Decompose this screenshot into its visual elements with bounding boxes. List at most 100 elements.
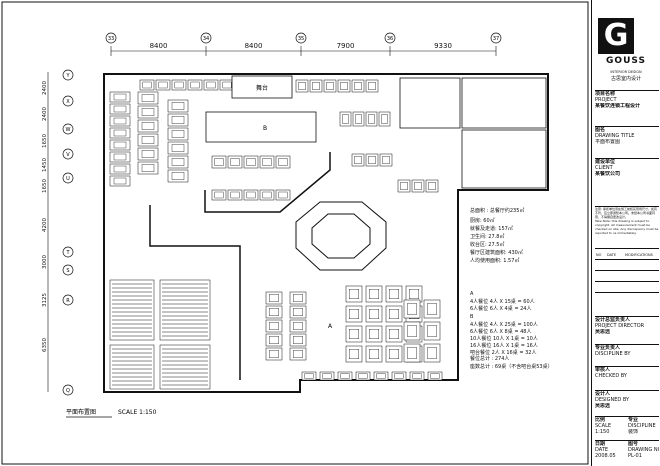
table-booth	[409, 371, 425, 381]
client-label-en: CLIENT	[595, 165, 613, 171]
area-line: 卫生间: 27.8㎡	[470, 233, 504, 240]
revision-header: NO DATE MODIFICATIONS	[595, 248, 659, 260]
drawing-title-label-cn: 图名	[595, 127, 606, 133]
row-bubble-label: S	[66, 268, 69, 274]
top-dimension-chain	[110, 46, 497, 56]
revision-row	[595, 270, 659, 282]
area-line: 厨房: 60㎡	[470, 217, 495, 224]
building-walls	[103, 73, 549, 393]
client-label-cn: 建设单位	[595, 159, 616, 165]
row-bubble: Q	[62, 384, 74, 396]
gouss-logo: G	[598, 18, 634, 54]
table-booth	[109, 151, 131, 163]
table-booth	[319, 371, 335, 381]
column-bubble: 35	[295, 32, 307, 44]
discipline-label-cn: 专业负责人	[595, 345, 621, 351]
row-bubble: Y	[62, 69, 74, 81]
top-dimension-label: 8400	[245, 42, 263, 50]
seat-ratio: 座数总计 : 69桌（不含吧台桌53桌）	[470, 363, 553, 370]
row-bubble-label: R	[66, 298, 70, 304]
table-booth	[211, 189, 227, 201]
table-booth	[355, 371, 371, 381]
table-booth	[385, 285, 403, 303]
table-booth	[345, 345, 363, 363]
row-bubble: R	[62, 294, 74, 306]
seat-total: 餐位总计 : 274人	[470, 355, 509, 362]
revision-table: NO DATE MODIFICATIONS	[595, 248, 659, 308]
stairwell	[109, 279, 211, 390]
project-label-en: PROJECT	[595, 97, 617, 103]
rev-col-date: DATE	[607, 253, 617, 257]
seat-b-line: 6人餐位 6人 X 8桌 = 48人	[470, 328, 531, 335]
date-drawing-no-cell: 日期 DATE 2008.05 图号 DRAWING NO PL-01	[595, 440, 659, 465]
top-dimension-label: 7900	[337, 42, 355, 50]
table-booth	[289, 319, 307, 333]
director-cell: 设计总监负责人 PROJECT DIRECTOR 吴思远	[595, 316, 659, 343]
left-dimension-label: 2400	[42, 107, 48, 121]
table-booth	[109, 175, 131, 187]
discipline2-value: 装饰	[628, 429, 639, 435]
discipline-by-cell: 专业负责人 DISCIPLINE BY	[595, 344, 659, 365]
row-bubble: X	[62, 95, 74, 107]
drawing-title-cell: 图名 DRAWING TITLE 平面布置图	[595, 126, 659, 155]
table-booth	[137, 147, 159, 161]
table-booth	[405, 285, 423, 303]
table-booth	[365, 153, 379, 167]
drawing-no-label-cn: 图号	[628, 441, 639, 447]
table-booth	[289, 291, 307, 305]
table-booth	[137, 133, 159, 147]
left-dimension-label: 2400	[42, 81, 48, 95]
table-booth	[203, 79, 219, 91]
table-booth	[265, 347, 283, 361]
left-dimension-label: 1650	[42, 179, 48, 193]
row-bubble-label: V	[66, 152, 70, 158]
column-bubble-label: 36	[387, 36, 393, 42]
note-cn: 注意: 承揽单位须在施工前核实现场尺寸，如有不符，应立即通知本公司。未经本公司书…	[595, 207, 657, 219]
table-booth	[345, 305, 363, 323]
table-booth	[167, 127, 189, 141]
note-en: Take Note: this drawing is subject to co…	[595, 219, 659, 235]
project-name: 某餐饮连锁工程设计	[595, 103, 641, 109]
table-booth	[211, 155, 227, 169]
rev-col-no: NO	[596, 253, 602, 257]
date-label-en: DATE	[595, 447, 609, 453]
area-total: 总面积 : 总餐厅约235㎡	[470, 207, 524, 214]
table-booth	[309, 79, 323, 93]
column-bubble: 36	[384, 32, 396, 44]
stage-area	[231, 75, 293, 99]
row-bubble: V	[62, 148, 74, 160]
table-booth	[139, 79, 155, 91]
row-bubble-label: Y	[65, 73, 70, 79]
table-booth	[337, 371, 353, 381]
area-line: 收台区: 27.5㎡	[470, 241, 504, 248]
restrooms	[399, 77, 547, 189]
table-booth	[351, 153, 365, 167]
seat-b-line: 16人餐位 16人 X 1桌 = 16人	[470, 342, 538, 349]
seat-b-line: 10人餐位 10人 X 1桌 = 10人	[470, 335, 538, 342]
column-bubble-label: 35	[298, 36, 304, 42]
drawing-no-label-en: DRAWING NO	[628, 447, 659, 453]
scale-label-cn: 比例	[595, 417, 606, 423]
client-value: 某餐饮公司	[595, 171, 621, 177]
table-booth	[167, 141, 189, 155]
designed-name: 吴思远	[595, 403, 611, 409]
table-booth	[289, 347, 307, 361]
table-booth	[243, 189, 259, 201]
drawing-no-value: PL-01	[628, 453, 642, 459]
table-booth	[259, 155, 275, 169]
table-booth	[167, 169, 189, 183]
table-booth	[425, 179, 439, 193]
table-booth	[171, 79, 187, 91]
scale-sub: 比例 SCALE 1:150	[595, 417, 627, 435]
row-bubble-label: W	[66, 127, 71, 133]
left-dimension-label: 1650	[42, 134, 48, 148]
table-booth	[339, 111, 352, 127]
left-dimension-label: 6350	[42, 338, 48, 352]
table-booth	[243, 155, 259, 169]
area-line: 人均使用面积: 1.57㎡	[470, 257, 519, 264]
